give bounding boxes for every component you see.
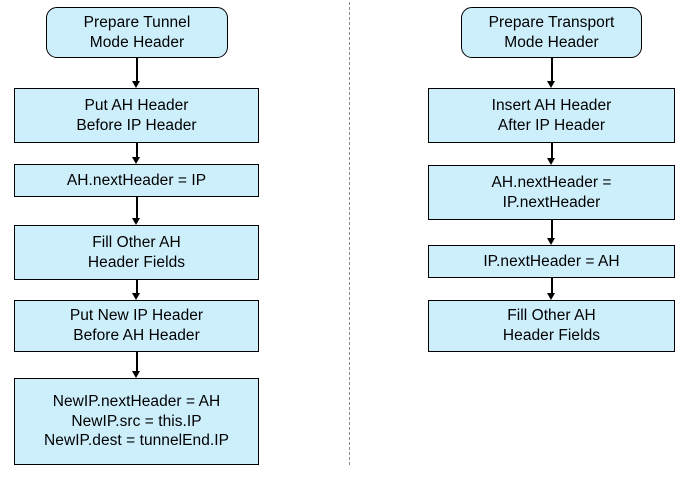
node-tunnel-step-3[interactable]: Fill Other AH Header Fields bbox=[14, 225, 259, 280]
connector-line bbox=[551, 278, 553, 294]
arrowhead-icon bbox=[547, 158, 556, 165]
node-transport-step-1[interactable]: Insert AH Header After IP Header bbox=[428, 88, 675, 143]
node-tunnel-step-5[interactable]: NewIP.nextHeader = AH NewIP.src = this.I… bbox=[14, 378, 259, 465]
node-transport-step-2[interactable]: AH.nextHeader = IP.nextHeader bbox=[428, 165, 675, 220]
connector-line bbox=[136, 197, 138, 219]
arrowhead-icon bbox=[132, 293, 141, 300]
connector-line bbox=[551, 143, 553, 159]
arrowhead-icon bbox=[547, 238, 556, 245]
connector-line bbox=[136, 143, 138, 158]
arrowhead-icon bbox=[132, 218, 141, 225]
node-tunnel-start[interactable]: Prepare Tunnel Mode Header bbox=[46, 7, 228, 58]
arrowhead-icon bbox=[547, 81, 556, 88]
arrowhead-icon bbox=[132, 371, 141, 378]
connector-line bbox=[136, 352, 138, 372]
node-transport-start[interactable]: Prepare Transport Mode Header bbox=[461, 7, 642, 58]
node-tunnel-step-4[interactable]: Put New IP Header Before AH Header bbox=[14, 300, 259, 352]
node-transport-step-3[interactable]: IP.nextHeader = AH bbox=[428, 245, 675, 278]
node-tunnel-step-2[interactable]: AH.nextHeader = IP bbox=[14, 164, 259, 197]
connector-line bbox=[136, 280, 138, 294]
node-tunnel-step-1[interactable]: Put AH Header Before IP Header bbox=[14, 88, 259, 143]
arrowhead-icon bbox=[132, 81, 141, 88]
arrowhead-icon bbox=[547, 293, 556, 300]
node-transport-step-4[interactable]: Fill Other AH Header Fields bbox=[428, 300, 675, 352]
connector-line bbox=[551, 58, 553, 82]
arrowhead-icon bbox=[132, 157, 141, 164]
column-divider bbox=[349, 2, 350, 465]
connector-line bbox=[551, 220, 553, 239]
connector-line bbox=[136, 58, 138, 82]
